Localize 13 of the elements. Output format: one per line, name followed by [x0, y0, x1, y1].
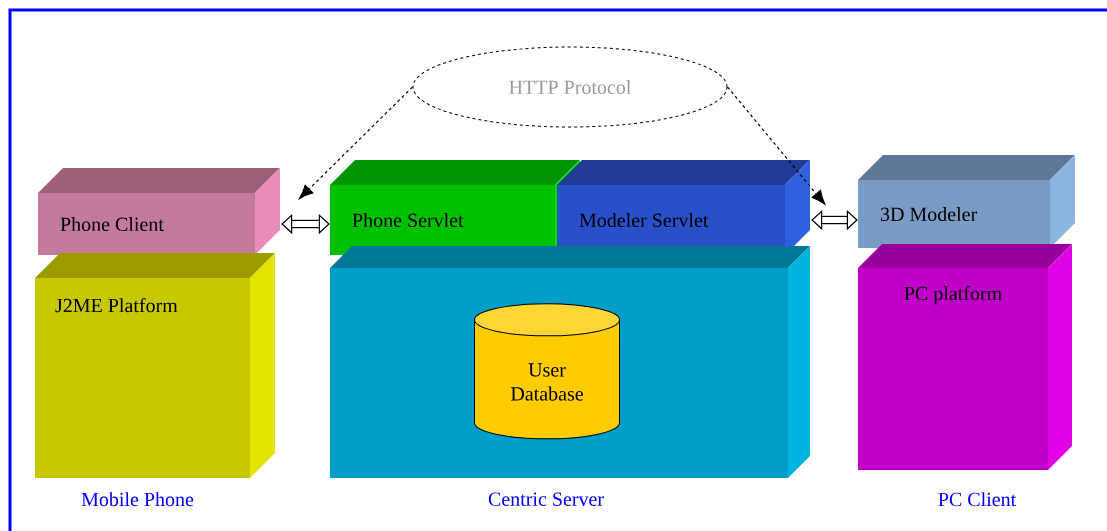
double-arrow: [281, 213, 330, 235]
dashed-arrow: [726, 86, 826, 205]
block-3d: 3D Modeler: [858, 155, 1075, 248]
block-3d: Phone Client: [38, 168, 280, 255]
database-cylinder: User Database: [474, 303, 620, 440]
group-caption: Centric Server: [488, 492, 604, 506]
double-arrow: [811, 209, 858, 231]
group-caption: Mobile Phone: [81, 492, 194, 507]
dashed-arrow: [299, 86, 414, 199]
group-caption: PC Client: [938, 492, 1017, 507]
block-3d: Modeler Servlet: [557, 160, 810, 255]
block-3d: J2ME Platform: [35, 253, 275, 478]
block-3d: PC platform: [858, 244, 1072, 470]
